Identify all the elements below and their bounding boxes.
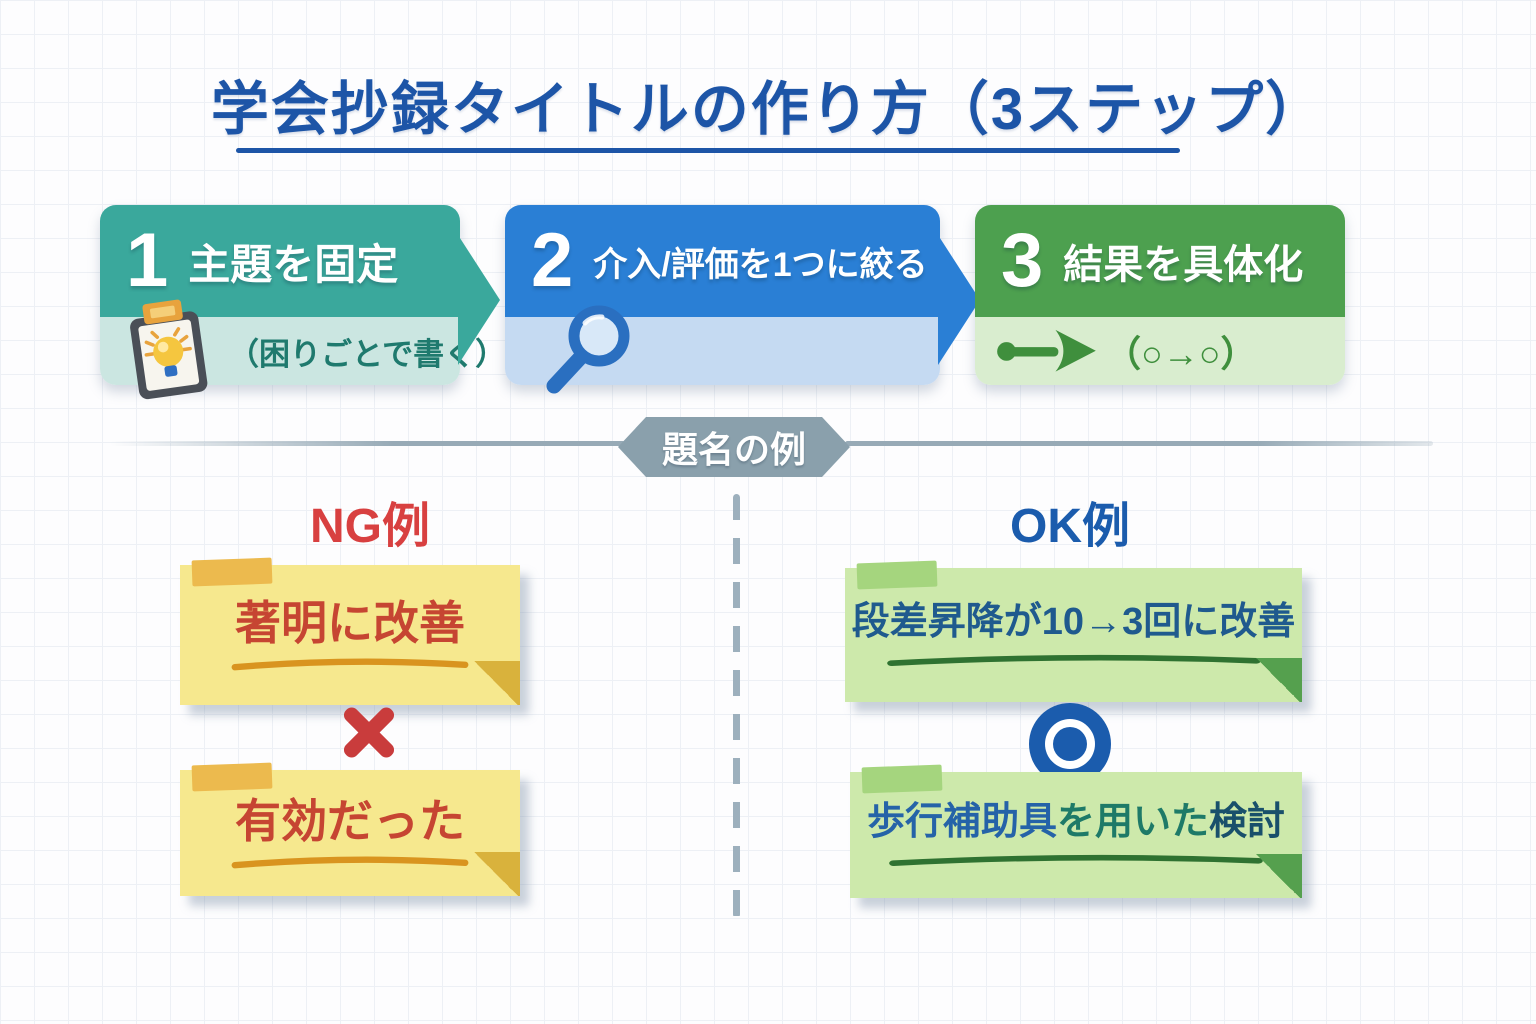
page-title: 学会抄録タイトルの作り方（3ステップ） xyxy=(210,77,1326,142)
ok-note-1: 段差昇降が10→3回に改善 xyxy=(845,560,1302,702)
clipboard-lightbulb-icon xyxy=(130,299,208,400)
folded-corner xyxy=(472,661,520,705)
folded-corner xyxy=(1254,658,1302,702)
folded-corner xyxy=(1254,854,1302,898)
step-1-heading: 主題を固定 xyxy=(188,240,399,288)
sticky-tab xyxy=(861,764,943,794)
step-3-box: 3 結果を具体化 （○→○） xyxy=(975,205,1345,385)
sticky-tab xyxy=(856,560,938,590)
step-2-subband xyxy=(505,305,940,394)
ng-note-2-text: 有効だった xyxy=(235,794,465,847)
ok-note-2: 歩行補助具を用いた検討 xyxy=(850,764,1302,898)
hand-underline xyxy=(231,856,469,869)
step-2-box: 2 介入/評価を1つに絞る xyxy=(505,205,980,394)
ok-heading: OK例 xyxy=(1009,500,1130,553)
ok-note-2-text: 歩行補助具を用いた検討 xyxy=(866,801,1286,844)
ok-note-2-part-a: 歩行補助具 xyxy=(866,801,1057,844)
step-3-number: 3 xyxy=(1001,218,1044,303)
folded-corner xyxy=(472,852,520,896)
step-1-number: 1 xyxy=(126,218,169,303)
sticky-tab xyxy=(191,762,273,792)
step-1-arrow xyxy=(458,235,500,365)
step-2-arrow xyxy=(938,235,980,365)
hand-underline xyxy=(886,654,1261,666)
step-1-box: 1 主題を固定 xyxy=(100,205,506,400)
ng-note-2: 有効だった xyxy=(180,762,520,896)
hand-underline xyxy=(231,658,469,671)
magnifier-icon xyxy=(546,305,630,394)
ng-note-1: 著明に改善 xyxy=(180,557,520,705)
step-3-note: （○→○） xyxy=(1105,333,1257,374)
divider-line-left xyxy=(110,441,625,446)
ok-note-1-text: 段差昇降が10→3回に改善 xyxy=(851,601,1296,644)
hand-underline xyxy=(889,854,1263,866)
step-3-subband: （○→○） xyxy=(975,317,1345,385)
step-1-header: 1 主題を固定 xyxy=(100,205,500,365)
step-1-subband: （困りごとで書く） xyxy=(100,299,506,400)
step-3-heading: 結果を具体化 xyxy=(1063,243,1304,287)
cross-icon xyxy=(336,700,402,764)
sticky-tab xyxy=(191,557,273,587)
ng-heading: NG例 xyxy=(309,500,430,553)
ok-note-2-part-c: 検討 xyxy=(1209,801,1286,844)
column-divider-dashed xyxy=(733,494,740,918)
target-circle-icon xyxy=(1029,703,1111,785)
title-underline xyxy=(236,148,1180,153)
step-2-heading: 介入/評価を1つに絞る xyxy=(593,245,928,284)
step-2-number: 2 xyxy=(531,218,574,303)
divider-line-right xyxy=(845,441,1433,446)
result-arrow-icon xyxy=(997,329,1096,372)
examples-badge: 題名の例 xyxy=(618,417,850,477)
ng-note-1-text: 著明に改善 xyxy=(235,596,465,649)
ok-note-2-part-b: を用いた xyxy=(1056,801,1209,844)
step-2-header: 2 介入/評価を1つに絞る xyxy=(505,205,980,365)
step-3-header: 3 結果を具体化 xyxy=(975,205,1345,317)
